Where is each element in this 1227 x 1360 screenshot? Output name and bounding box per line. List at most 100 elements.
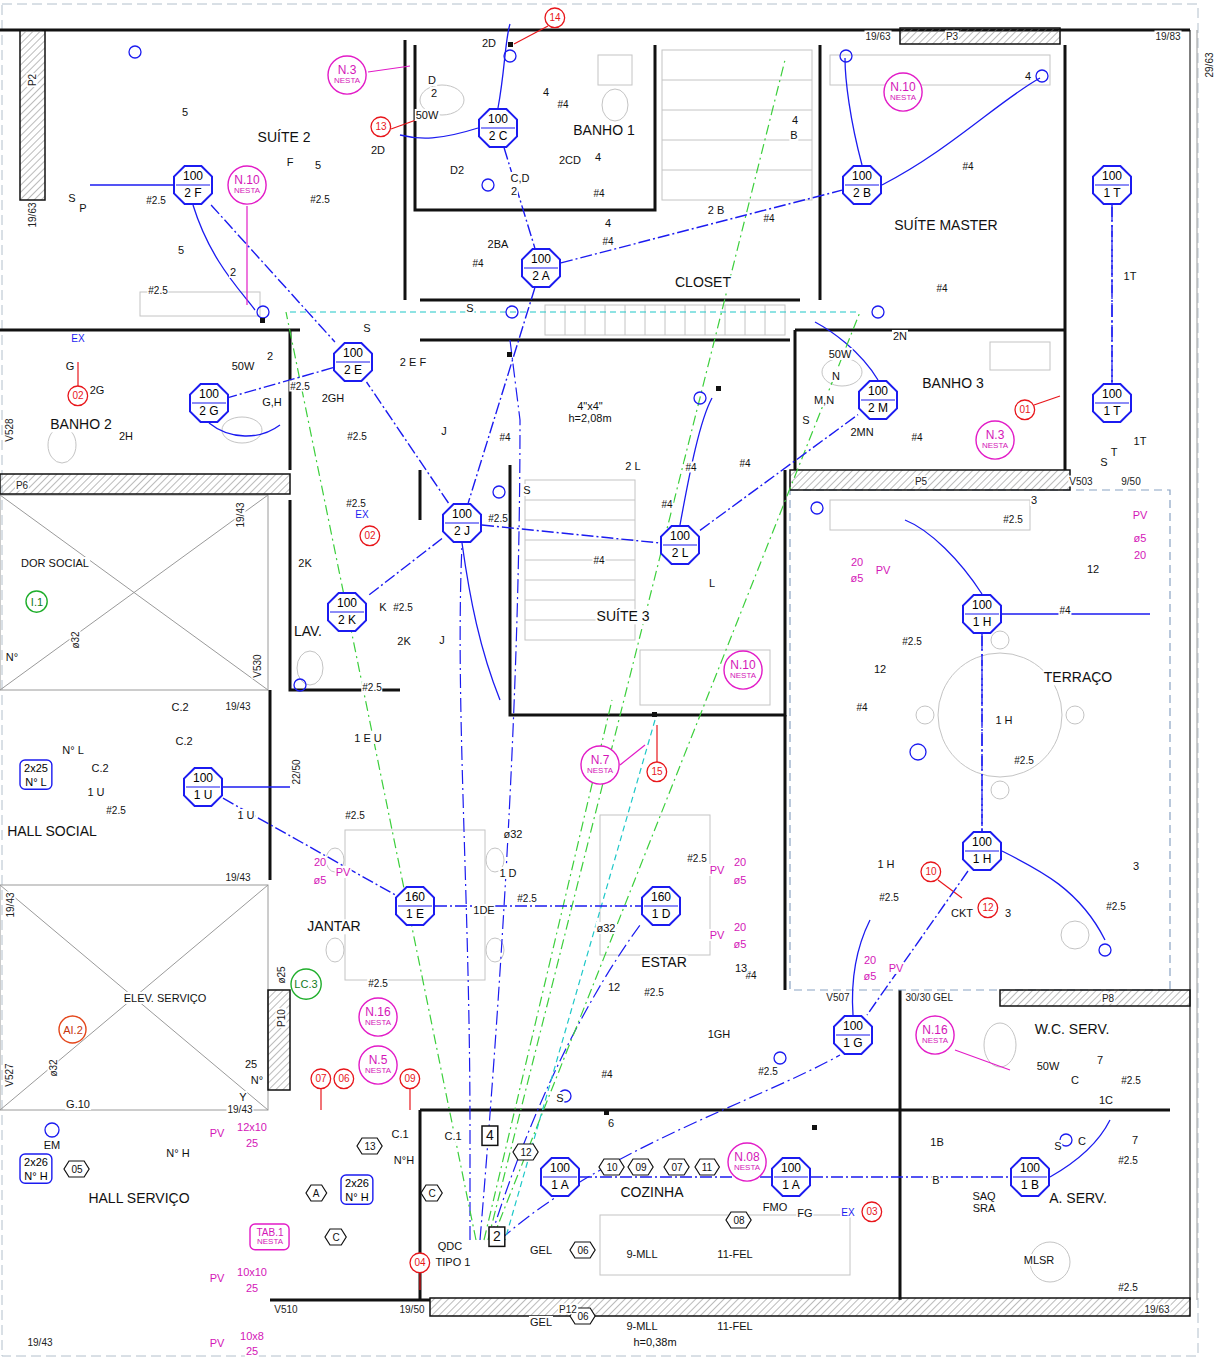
luminaire-octagon: 1002 E [333, 342, 373, 382]
dimension-label: P12 [558, 1304, 578, 1315]
leader-line [409, 1089, 410, 1110]
node-shape [174, 166, 212, 204]
circuit-label: 4 [1024, 70, 1032, 82]
note-callout: N.16NESTA [915, 1015, 955, 1055]
node-text: 1 H [973, 616, 992, 629]
room-name: CLOSET [674, 275, 732, 290]
conduit-label: 20 [733, 921, 747, 933]
node-text: NESTA [982, 442, 1008, 451]
outlet-symbol [694, 392, 706, 404]
conduit-label: ø5 [733, 874, 748, 886]
item-hexagon: A [305, 1184, 328, 1202]
circuit-label: N° [5, 651, 19, 663]
node-text: 1 U [194, 789, 213, 802]
node-text: C [428, 1188, 435, 1199]
wire-connector [468, 288, 535, 503]
terrace-outline [790, 490, 1170, 990]
pillar [268, 990, 290, 1090]
item-hexagon: 05 [63, 1160, 90, 1178]
circuit-label: C.2 [174, 735, 193, 747]
node-content: N.08NESTA [727, 1142, 767, 1182]
node-text: 02 [72, 390, 83, 401]
circuit-label: M,N [813, 394, 835, 406]
circuit-label: FMO [762, 1201, 788, 1213]
node-content: 07 [663, 1158, 690, 1176]
cable-box: 2x26N° H [340, 1174, 374, 1205]
node-text: NESTA [334, 77, 360, 86]
node-shape [371, 117, 391, 137]
wiring [845, 58, 862, 165]
wiring [462, 543, 500, 700]
luminaire-octagon: 1002 J [442, 503, 482, 543]
circuit-label: 3 [1030, 494, 1038, 506]
node-content: 08 [725, 1211, 752, 1229]
circuit-label: 2G [89, 384, 106, 396]
dimension-label: 19/43 [5, 891, 16, 918]
furniture [1066, 706, 1084, 724]
circuit-label: K [378, 601, 387, 613]
node-shape [396, 887, 434, 925]
circuit-label: 9-MLL [625, 1248, 658, 1260]
node-shape [325, 1229, 346, 1245]
elevator-shaft [0, 495, 268, 1110]
outlet-symbol [1099, 944, 1111, 956]
node-content: C [324, 1228, 347, 1246]
circuit-label: CKT [950, 907, 974, 919]
furniture [600, 1215, 850, 1275]
dimension-label: 19/43 [235, 501, 246, 528]
furniture [990, 342, 1050, 370]
leader-line [1034, 396, 1060, 405]
circuit-label: 5 [314, 159, 322, 171]
circuit-label: 1DE [472, 904, 495, 916]
circuit-label: SRA [972, 1202, 997, 1214]
node-shape [482, 1126, 498, 1145]
wire-connector [229, 368, 333, 398]
node-shape [916, 1016, 954, 1054]
dimension-label: P10 [276, 1008, 287, 1028]
circuit-label: 50W [828, 348, 853, 360]
node-content: N.3NESTA [327, 55, 367, 95]
outlet-symbol [1036, 70, 1048, 82]
room-name: BANHO 1 [572, 123, 635, 138]
node-text: 160 [651, 891, 671, 904]
wall [819, 45, 822, 300]
node-text: 13 [375, 121, 386, 132]
circuit-label: S [555, 1092, 564, 1104]
node-shape [541, 1158, 579, 1196]
dimension-label: P6 [15, 480, 29, 491]
note-callout: N.7NESTA [580, 745, 620, 785]
circuit-label: EM [43, 1139, 62, 1151]
wire-gauge: #2.5 [392, 602, 413, 613]
furniture [297, 651, 323, 685]
dimension-label: ø32 [70, 630, 81, 649]
node-shape [328, 593, 366, 631]
node-text: 100 [852, 170, 872, 183]
node-shape [250, 1224, 289, 1250]
circuit-label: 1T [1133, 435, 1148, 447]
circuit-label: 12 [1086, 563, 1100, 575]
node-text: 100 [337, 597, 357, 610]
furniture [326, 938, 344, 962]
wire-gauge: #2.5 [145, 195, 166, 206]
node-shape [843, 166, 881, 204]
room-name: HALL SOCIAL [6, 824, 98, 839]
node-content: 02 [67, 385, 89, 407]
node-shape [963, 832, 1001, 870]
node-text: NESTA [257, 1238, 283, 1247]
node-text: I.1 [31, 596, 43, 608]
node-text: 2 [493, 1229, 501, 1244]
wall [270, 1299, 430, 1302]
wire-gauge: #2.5 [346, 431, 367, 442]
dimension-label: V528 [4, 417, 15, 442]
circuit-label: 2N [892, 330, 908, 342]
node-content: N.10NESTA [227, 165, 267, 205]
leader-line [419, 1273, 420, 1290]
circuit-label: F [286, 156, 295, 168]
wiring [209, 423, 280, 436]
node-content: AI.2 [58, 1015, 87, 1044]
node-content: N.3NESTA [975, 420, 1015, 460]
junction-box [716, 386, 721, 391]
circuit-label: C.2 [170, 701, 189, 713]
circuit-label: 1 H [876, 858, 895, 870]
node-content: 06 [569, 1241, 596, 1259]
